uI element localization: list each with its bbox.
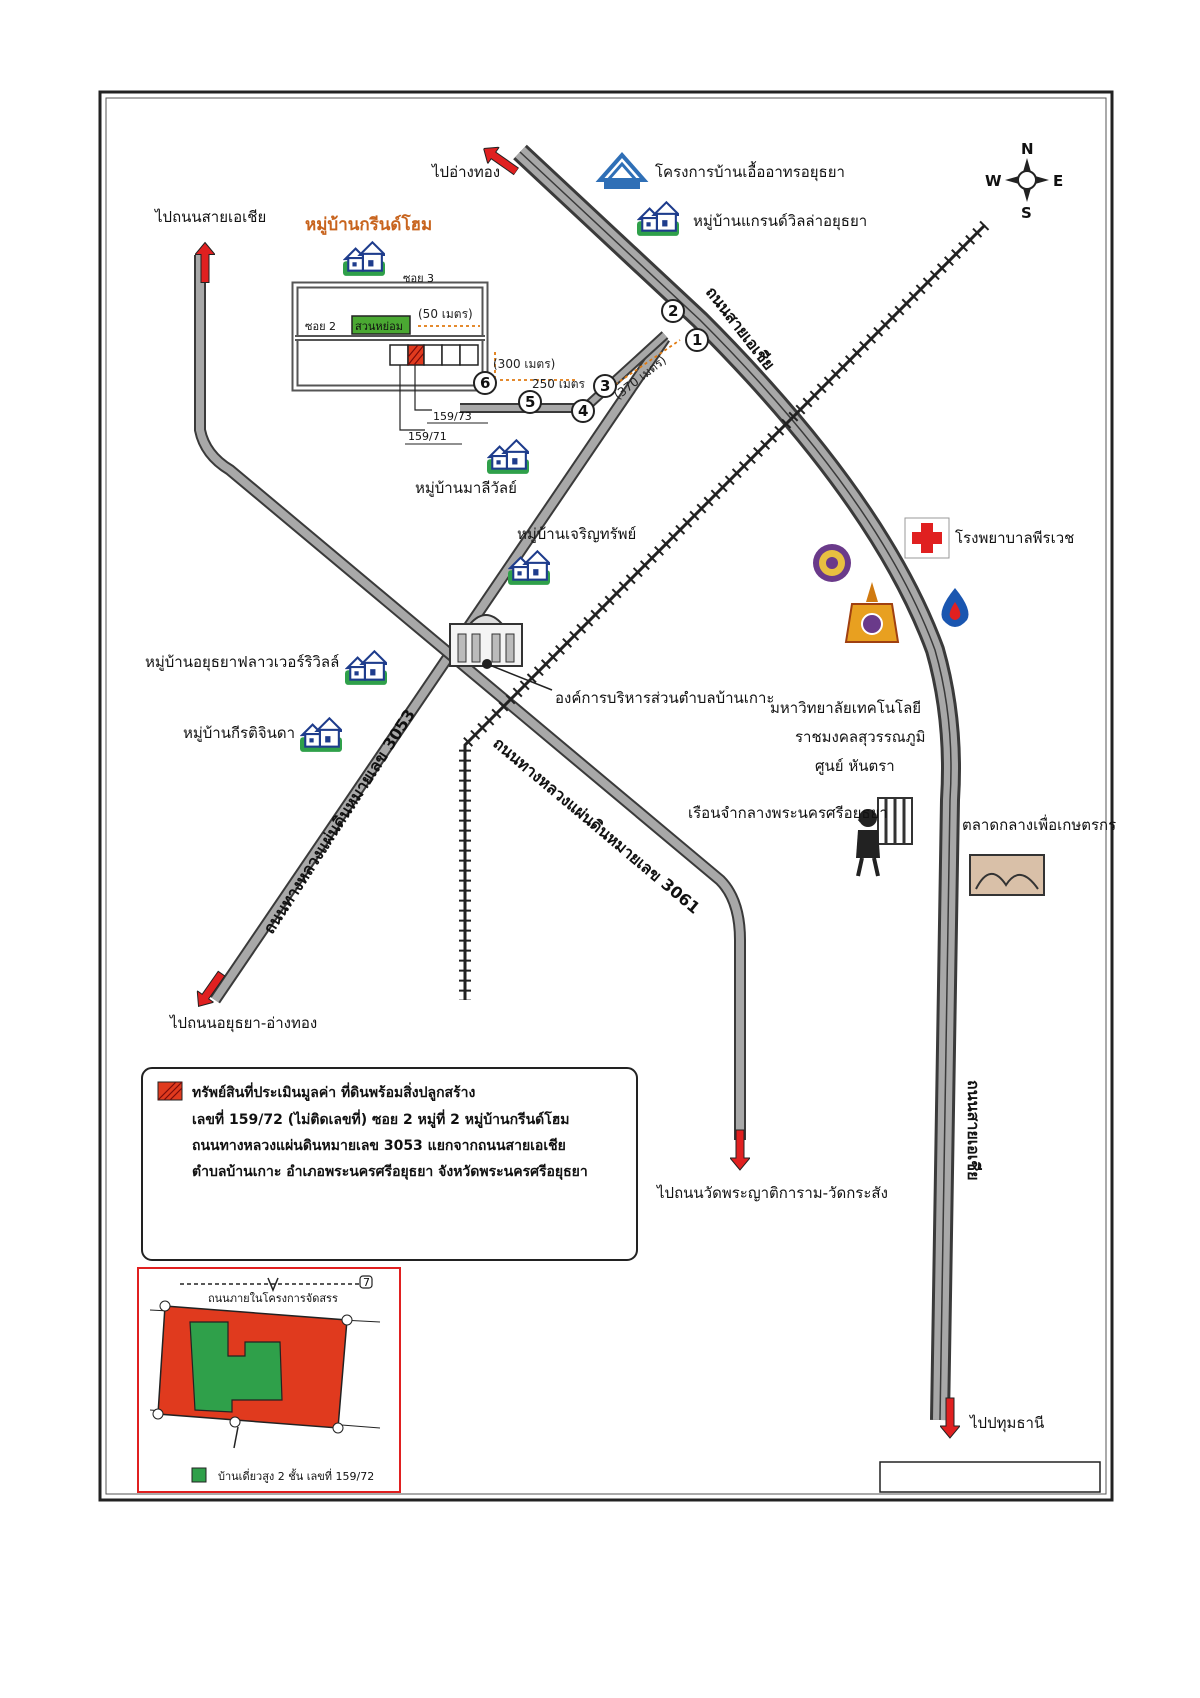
house-icon	[300, 717, 342, 753]
railway	[459, 220, 990, 1000]
university-seal-icon	[813, 544, 851, 582]
label-charoen-sap: หมู่บ้านเจริญทรัพย์	[517, 525, 636, 543]
svg-text:S: S	[1021, 204, 1032, 222]
asia-road	[513, 144, 961, 1421]
svg-text:N: N	[1021, 140, 1034, 158]
label-green-home: หมู่บ้านกรีนด์โฮม	[305, 214, 432, 236]
svg-text:ถนนภายในโครงการจัดสรร: ถนนภายในโครงการจัดสรร	[208, 1291, 338, 1305]
label-to-pathumthani: ไปปทุมธานี	[969, 1414, 1044, 1433]
label-to-ayutthaya-angthong: ไปถนนอยุธยา-อ่างทอง	[169, 1014, 317, 1033]
svg-text:E: E	[1053, 172, 1063, 190]
label-to-wat-phraya: ไปถนนวัดพระญาติการาม-วัดกระสัง	[656, 1184, 888, 1202]
label-to-asia-road: ไปถนนสายเอเชีย	[154, 208, 266, 226]
label-lot-71: 159/71	[408, 430, 447, 443]
rmutsb-emblem-icon	[844, 582, 900, 643]
label-malee-wan: หมู่บ้านมาลีวัลย์	[415, 479, 517, 497]
house-icon	[487, 439, 529, 475]
market-logo-icon	[969, 854, 1045, 896]
inset-site-plan: 7 ถนนภายในโครงการจัดสรร บ้านเดี่ยวสูง 2 …	[137, 1267, 401, 1493]
svg-text:3: 3	[600, 377, 610, 395]
label-prison: เรือนจำกลางพระนครศรีอยุธยา	[688, 804, 888, 823]
label-market: ตลาดกลางเพื่อเกษตรกร	[962, 814, 1116, 834]
village-access-road	[460, 331, 669, 413]
label-dist-250: 250 เมตร	[532, 377, 586, 391]
svg-text:5: 5	[525, 393, 535, 411]
svg-text:W: W	[985, 172, 1002, 190]
label-soi3: ซอย 3	[403, 272, 434, 285]
legend-box: ทรัพย์สินที่ประเมินมูลค่า ที่ดินพร้อมสิ่…	[141, 1067, 638, 1261]
svg-text:2: 2	[668, 302, 678, 320]
map-frame	[98, 90, 1114, 1502]
label-lot-73: 159/73	[433, 410, 472, 423]
label-university-2: ราชมงคลสุวรรณภูมิ	[795, 728, 925, 747]
waypoint-markers: 1 2 3 4 5 6	[473, 299, 709, 423]
baan-ua-logo-icon	[595, 151, 649, 189]
garden-label: สวนหย่อม	[355, 320, 403, 333]
highway-3053	[210, 334, 670, 1004]
svg-text:ถนนทางหลวงแผ่นดินหมายเลข 3053: ถนนทางหลวงแผ่นดินหมายเลข 3053 แยกจากถนนส…	[192, 1138, 566, 1154]
label-university-1: มหาวิทยาลัยเทคโนโลยี	[770, 699, 921, 717]
svg-text:เลขที่ 159/72 (ไม่ติดเลขที่) ซ: เลขที่ 159/72 (ไม่ติดเลขที่) ซอย 2 หมู่ท…	[192, 1109, 570, 1128]
svg-text:บ้านเดี่ยวสูง 2 ชั้น เลขที่ 15: บ้านเดี่ยวสูง 2 ชั้น เลขที่ 159/72	[218, 1468, 374, 1483]
svg-text:7: 7	[363, 1276, 370, 1289]
house-icon	[343, 241, 385, 277]
label-to-angthong: ไปอ่างทอง	[431, 163, 500, 181]
label-hospital: โรงพยาบาลพีรเวช	[955, 529, 1074, 547]
label-dist-300: (300 เมตร)	[493, 357, 555, 371]
svg-text:6: 6	[480, 374, 490, 392]
house-icon	[345, 650, 387, 686]
highway-3061	[194, 255, 746, 1140]
blank-box	[879, 1461, 1101, 1493]
gas-station-icon	[941, 588, 969, 627]
label-flower-river: หมู่บ้านอยุธยาฟลาวเวอร์ริวิลล์	[145, 653, 339, 672]
red-cross-icon	[904, 517, 950, 559]
compass-rose: N S E W	[985, 140, 1063, 222]
label-university-3: ศูนย์ หันตรา	[815, 757, 895, 775]
svg-text:1: 1	[692, 331, 702, 349]
svg-text:ตำบลบ้านเกาะ อำเภอพระนครศรีอยุ: ตำบลบ้านเกาะ อำเภอพระนครศรีอยุธยา จังหวั…	[192, 1164, 588, 1180]
label-hw3061: ถนนทางหลวงแผ่นดินหมายเลข 3061	[489, 734, 703, 918]
label-baan-ua: โครงการบ้านเอื้ออาทรอยุธยา	[655, 161, 845, 182]
label-soi2: ซอย 2	[305, 320, 336, 333]
label-kirati-jinda: หมู่บ้านกีรติจินดา	[183, 724, 295, 742]
garden-box	[351, 315, 411, 335]
sao-office-building-icon	[449, 614, 523, 667]
house-icon	[637, 201, 679, 237]
arrow-to-wat-phraya	[730, 1129, 750, 1171]
prison-icon	[856, 797, 913, 877]
svg-text:ทรัพย์สินที่ประเมินมูลค่า ที่ด: ทรัพย์สินที่ประเมินมูลค่า ที่ดินพร้อมสิ่…	[192, 1082, 475, 1101]
label-asia-road-vertical: ถนนสายเอเชีย	[964, 1080, 983, 1180]
label-dist-50: (50 เมตร)	[418, 307, 473, 321]
svg-text:4: 4	[578, 402, 588, 420]
label-grandville: หมู่บ้านแกรนด์วิลล่าอยุธยา	[693, 212, 867, 231]
label-sao-office: องค์การบริหารส่วนตำบลบ้านเกาะ	[555, 689, 774, 707]
